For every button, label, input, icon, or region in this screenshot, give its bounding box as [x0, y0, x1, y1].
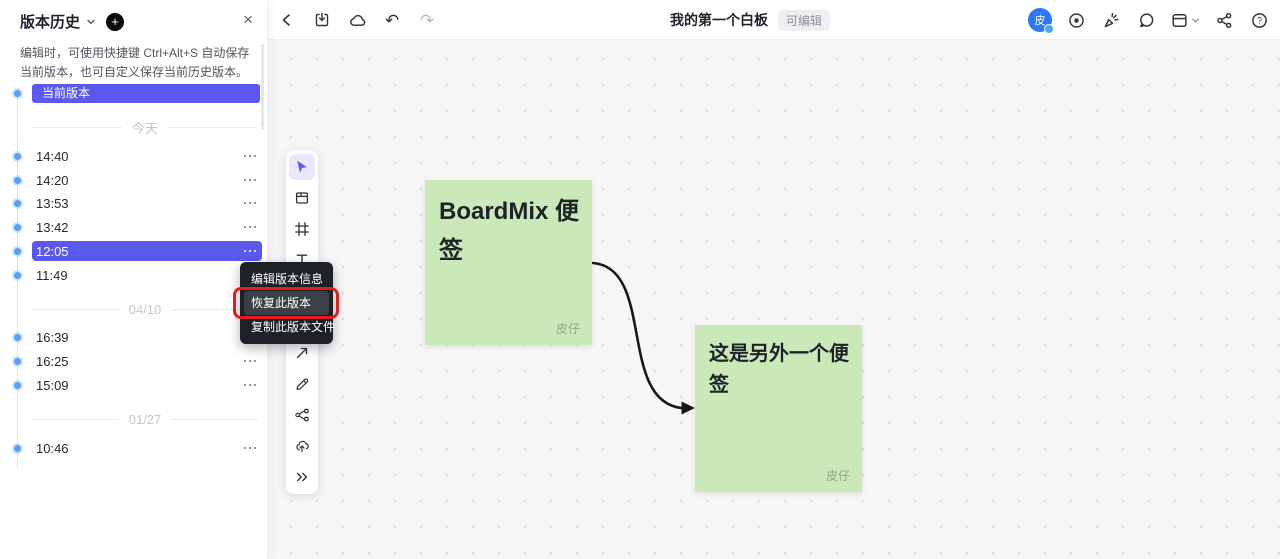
cloud-sync-icon[interactable]	[346, 9, 368, 31]
close-panel-icon[interactable]: ×	[243, 10, 253, 29]
version-item[interactable]: 15:09	[32, 375, 262, 395]
timeline-dot	[14, 223, 21, 231]
layout-icon	[1172, 13, 1187, 27]
version-time: 14:20	[36, 172, 69, 188]
version-item[interactable]: 13:53	[32, 193, 262, 213]
panel-title: 版本历史	[20, 14, 81, 31]
undo-icon[interactable]: ↶	[384, 10, 400, 30]
timeline-dot	[14, 89, 21, 97]
board-title-group: 我的第一个白板 可编辑	[669, 0, 831, 40]
panel-header: 版本历史 +	[20, 11, 125, 32]
more-icon[interactable]	[243, 359, 256, 363]
timeline-dot	[14, 271, 21, 279]
date-divider: 01/27	[32, 409, 259, 429]
date-divider: 04/10	[32, 299, 259, 319]
timeline-dot	[14, 381, 21, 389]
layout-dropdown[interactable]	[1170, 11, 1200, 30]
sticky-note-another[interactable]: 这是另外一个便签 皮仔	[695, 325, 862, 492]
more-icon[interactable]	[243, 225, 256, 229]
version-time: 16:25	[36, 353, 69, 369]
save-version-icon[interactable]	[311, 9, 333, 31]
version-time: 15:09	[36, 377, 69, 393]
laser-pointer-icon[interactable]	[1100, 9, 1122, 31]
version-item[interactable]: 10:46	[32, 438, 262, 458]
version-history-panel: 版本历史 + × 编辑时，可使用快捷键 Ctrl+Alt+S 自动保存当前版本，…	[0, 0, 268, 559]
more-icon[interactable]	[243, 446, 256, 450]
panel-description: 编辑时，可使用快捷键 Ctrl+Alt+S 自动保存当前版本，也可自定义保存当前…	[20, 46, 250, 79]
version-item-selected[interactable]: 12:05	[32, 241, 262, 261]
topbar-right-tools: 皮	[1028, 0, 1270, 40]
share-icon[interactable]	[1213, 9, 1235, 31]
chevron-down-icon	[1192, 18, 1199, 23]
version-item[interactable]: 14:40	[32, 146, 262, 166]
panel-scrollbar[interactable]	[261, 44, 264, 130]
timeline-dot	[14, 333, 21, 341]
sticky-note-boardmix[interactable]: BoardMix 便签 皮仔	[425, 180, 592, 345]
menu-item-copy-version-file[interactable]: 复制此版本文件	[251, 320, 336, 334]
board-tool[interactable]	[289, 185, 315, 211]
arrow-line-tool[interactable]	[289, 340, 315, 366]
add-version-button[interactable]: +	[106, 12, 125, 31]
timeline-dot	[14, 444, 21, 452]
frame-tool[interactable]	[289, 216, 315, 242]
note-text: BoardMix 便签	[439, 198, 580, 264]
upload-tool[interactable]	[289, 433, 315, 459]
more-icon[interactable]	[243, 178, 256, 182]
version-time: 13:42	[36, 219, 69, 235]
mindmap-connector-tool[interactable]	[289, 402, 315, 428]
note-author: 皮仔	[825, 469, 850, 483]
more-icon[interactable]	[243, 154, 256, 158]
version-item[interactable]: 14:20	[32, 170, 262, 190]
note-author: 皮仔	[555, 322, 580, 336]
version-time: 14:40	[36, 148, 69, 164]
version-item[interactable]: 13:42	[32, 217, 262, 237]
version-context-menu: 编辑版本信息 恢复此版本 复制此版本文件	[240, 262, 336, 344]
topbar-left-tools: ↶ ↷	[276, 0, 438, 40]
version-time: 12:05	[36, 243, 69, 259]
version-time: 10:46	[36, 440, 69, 456]
note-text: 这是另外一个便签	[709, 343, 849, 396]
version-time: 16:39	[36, 329, 69, 345]
version-time: 13:53	[36, 195, 69, 211]
current-version-chip[interactable]: 当前版本	[32, 84, 260, 103]
comment-icon[interactable]	[1135, 9, 1157, 31]
board-title[interactable]: 我的第一个白板	[669, 12, 768, 28]
avatar[interactable]: 皮	[1028, 8, 1054, 34]
redo-icon[interactable]: ↷	[419, 10, 435, 30]
version-item[interactable]: 11:49	[32, 265, 262, 285]
timeline-dot	[14, 176, 21, 184]
back-icon[interactable]	[276, 9, 298, 31]
version-time: 11:49	[36, 267, 68, 283]
version-item[interactable]: 16:25	[32, 351, 262, 371]
more-icon[interactable]	[243, 201, 256, 205]
timeline-line	[17, 93, 18, 469]
chevron-down-icon[interactable]	[86, 17, 96, 27]
focus-record-icon[interactable]	[1065, 9, 1087, 31]
pencil-tool[interactable]	[289, 371, 315, 397]
more-tools-expand[interactable]	[289, 464, 315, 490]
avatar-status-badge	[1044, 24, 1054, 34]
timeline-dot	[14, 357, 21, 365]
timeline-dot	[14, 152, 21, 160]
help-icon[interactable]: ?	[1248, 9, 1270, 31]
more-icon[interactable]	[243, 383, 256, 387]
more-icon[interactable]	[243, 249, 256, 253]
svg-text:?: ?	[1257, 15, 1262, 25]
editable-badge: 可编辑	[777, 9, 831, 31]
date-divider: 今天	[32, 117, 259, 137]
menu-item-edit-version-info[interactable]: 编辑版本信息	[251, 272, 324, 286]
menu-item-restore-version[interactable]: 恢复此版本	[244, 291, 329, 315]
timeline-dot	[14, 199, 21, 207]
avatar-initial: 皮	[1034, 15, 1046, 27]
timeline-dot	[14, 247, 21, 255]
select-tool[interactable]	[289, 154, 315, 180]
version-item[interactable]: 16:39	[32, 327, 262, 347]
